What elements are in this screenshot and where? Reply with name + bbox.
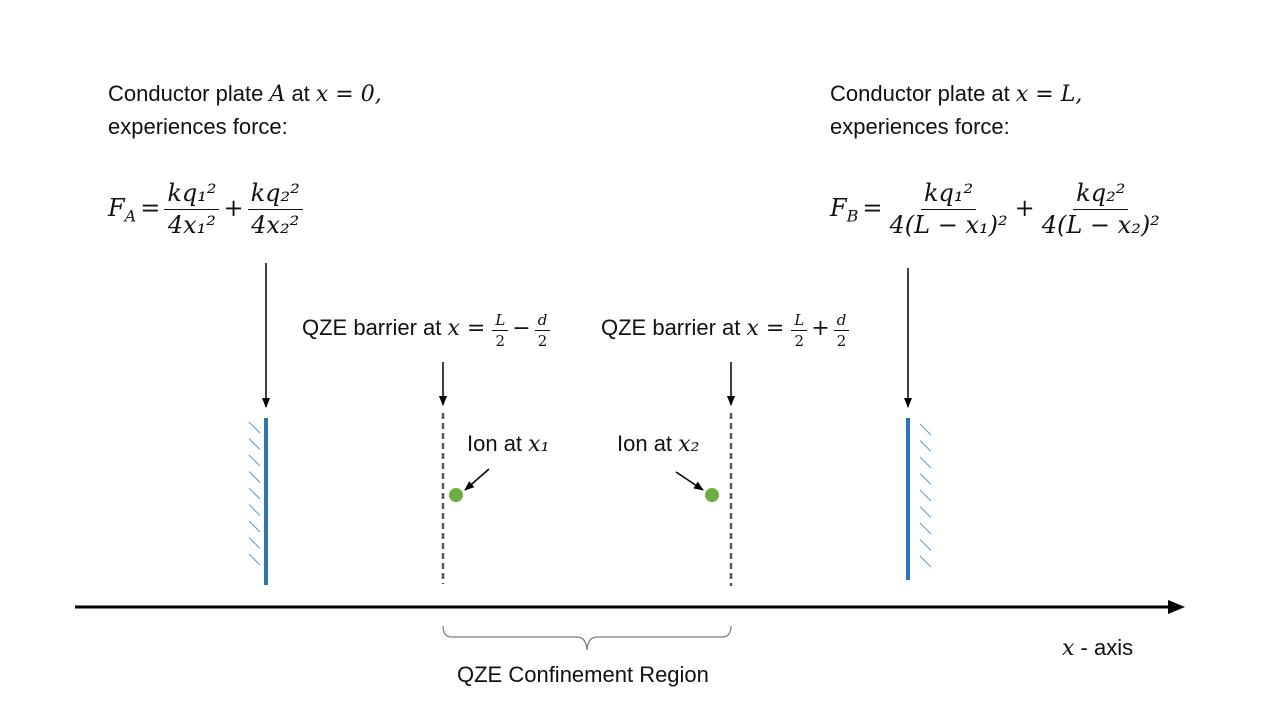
force-a-subscript: A: [124, 206, 137, 226]
barrier-right-var: x: [746, 316, 759, 342]
force-a-term2-denominator: 4x₂²: [251, 210, 300, 239]
force-b-symbol: F: [830, 193, 847, 222]
ion-2-label-var: x₂: [678, 432, 700, 457]
plate-a-position: x = 0,: [315, 82, 382, 107]
plate-a-hatching: [248, 421, 261, 566]
plate-a-hatch-4: [248, 487, 261, 500]
force-a-term2-numerator: kq₂²: [247, 179, 303, 210]
plate-b-position: x = L,: [1015, 82, 1083, 107]
plate-a-hatch-3: [248, 471, 261, 483]
x-axis-label-var: x: [1062, 636, 1075, 661]
barrier-left-equals: =: [459, 316, 493, 342]
arrow-to-ion-2: [675, 471, 704, 491]
plate-a-hatch-5: [248, 504, 261, 516]
plate-b-hatch-3: [919, 473, 932, 485]
barrier-left-label-text: QZE barrier at: [302, 315, 448, 341]
ion-1-dot: [449, 488, 463, 502]
plate-a-hatch-1: [248, 438, 261, 450]
force-b-term2-numerator: kq₂²: [1073, 179, 1129, 210]
barrier-left-var: x: [447, 316, 460, 342]
plate-a-label: Conductor plate A at x = 0, experiences …: [108, 78, 382, 143]
plate-a-hatch-6: [248, 520, 261, 533]
ion-2-label-text: Ion at: [617, 431, 679, 456]
barrier-right-label-text: QZE barrier at: [601, 315, 747, 341]
ion-1-label-var: x₁: [528, 432, 550, 457]
plate-a-label-line2: experiences force:: [108, 114, 288, 139]
force-a-term1-numerator: kq₁²: [164, 179, 220, 210]
plate-b-hatch-7: [919, 539, 932, 551]
plate-b-hatching: [919, 423, 932, 568]
plate-b-label: Conductor plate at x = L, experiences fo…: [830, 78, 1082, 143]
plate-a-hatch-8: [248, 553, 261, 566]
plate-b-hatch-0: [919, 423, 932, 436]
barrier-right-operator: +: [811, 316, 830, 342]
plate-b-hatch-4: [919, 489, 932, 502]
barrier-left-frac1-numerator: L: [492, 311, 509, 332]
arrow-to-ion-1: [464, 468, 490, 491]
plate-a-hatch-0: [248, 421, 261, 434]
ion-1-label-text: Ion at: [467, 431, 529, 456]
plate-a-hatch-2: [248, 454, 261, 467]
force-b-term1-numerator: kq₁²: [920, 179, 977, 210]
barrier-left-frac2-denominator: 2: [537, 332, 548, 351]
force-b-term1-denominator: 4(L − x₁)²: [889, 210, 1008, 239]
plate-b-hatch-2: [919, 456, 932, 469]
plate-b-hatch-1: [919, 440, 932, 452]
barrier-left-frac2-numerator: d: [534, 311, 551, 332]
ion-2-label: Ion at x₂: [617, 428, 699, 461]
force-a-symbol: F: [108, 193, 125, 222]
force-a-term1-denominator: 4x₁²: [167, 210, 216, 239]
plate-b-hatch-5: [919, 506, 932, 518]
barrier-right-frac2-numerator: d: [833, 311, 850, 332]
confinement-region-label: QZE Confinement Region: [457, 662, 709, 687]
plate-b-label-line2: experiences force:: [830, 114, 1010, 139]
plate-b-label-text: Conductor plate at: [830, 81, 1016, 106]
plate-a-label-var: A: [269, 82, 286, 107]
plate-b-hatch-8: [919, 555, 932, 568]
confinement-region-brace: [442, 625, 732, 651]
barrier-left-operator: −: [512, 316, 531, 342]
barrier-left-frac1-denominator: 2: [495, 332, 506, 351]
x-axis-label: x - axis: [1062, 632, 1133, 665]
barrier-right-frac1-numerator: L: [791, 311, 808, 332]
plate-b-hatch-6: [919, 522, 932, 535]
ion-2-dot: [705, 488, 719, 502]
barrier-right-equals: =: [758, 316, 792, 342]
barrier-right-frac2-denominator: 2: [836, 332, 847, 351]
plate-a-label-text: Conductor plate: [108, 81, 270, 106]
force-b-subscript: B: [846, 206, 859, 226]
barrier-right-frac1-denominator: 2: [794, 332, 805, 351]
force-b-term2-denominator: 4(L − x₂)²: [1041, 210, 1160, 239]
plate-a-hatch-7: [248, 537, 261, 549]
x-axis-label-text: - axis: [1074, 635, 1134, 660]
x-axis-arrowhead: [1168, 600, 1185, 614]
ion-1-label: Ion at x₁: [467, 428, 549, 461]
plate-a-label-at: at: [285, 81, 316, 106]
